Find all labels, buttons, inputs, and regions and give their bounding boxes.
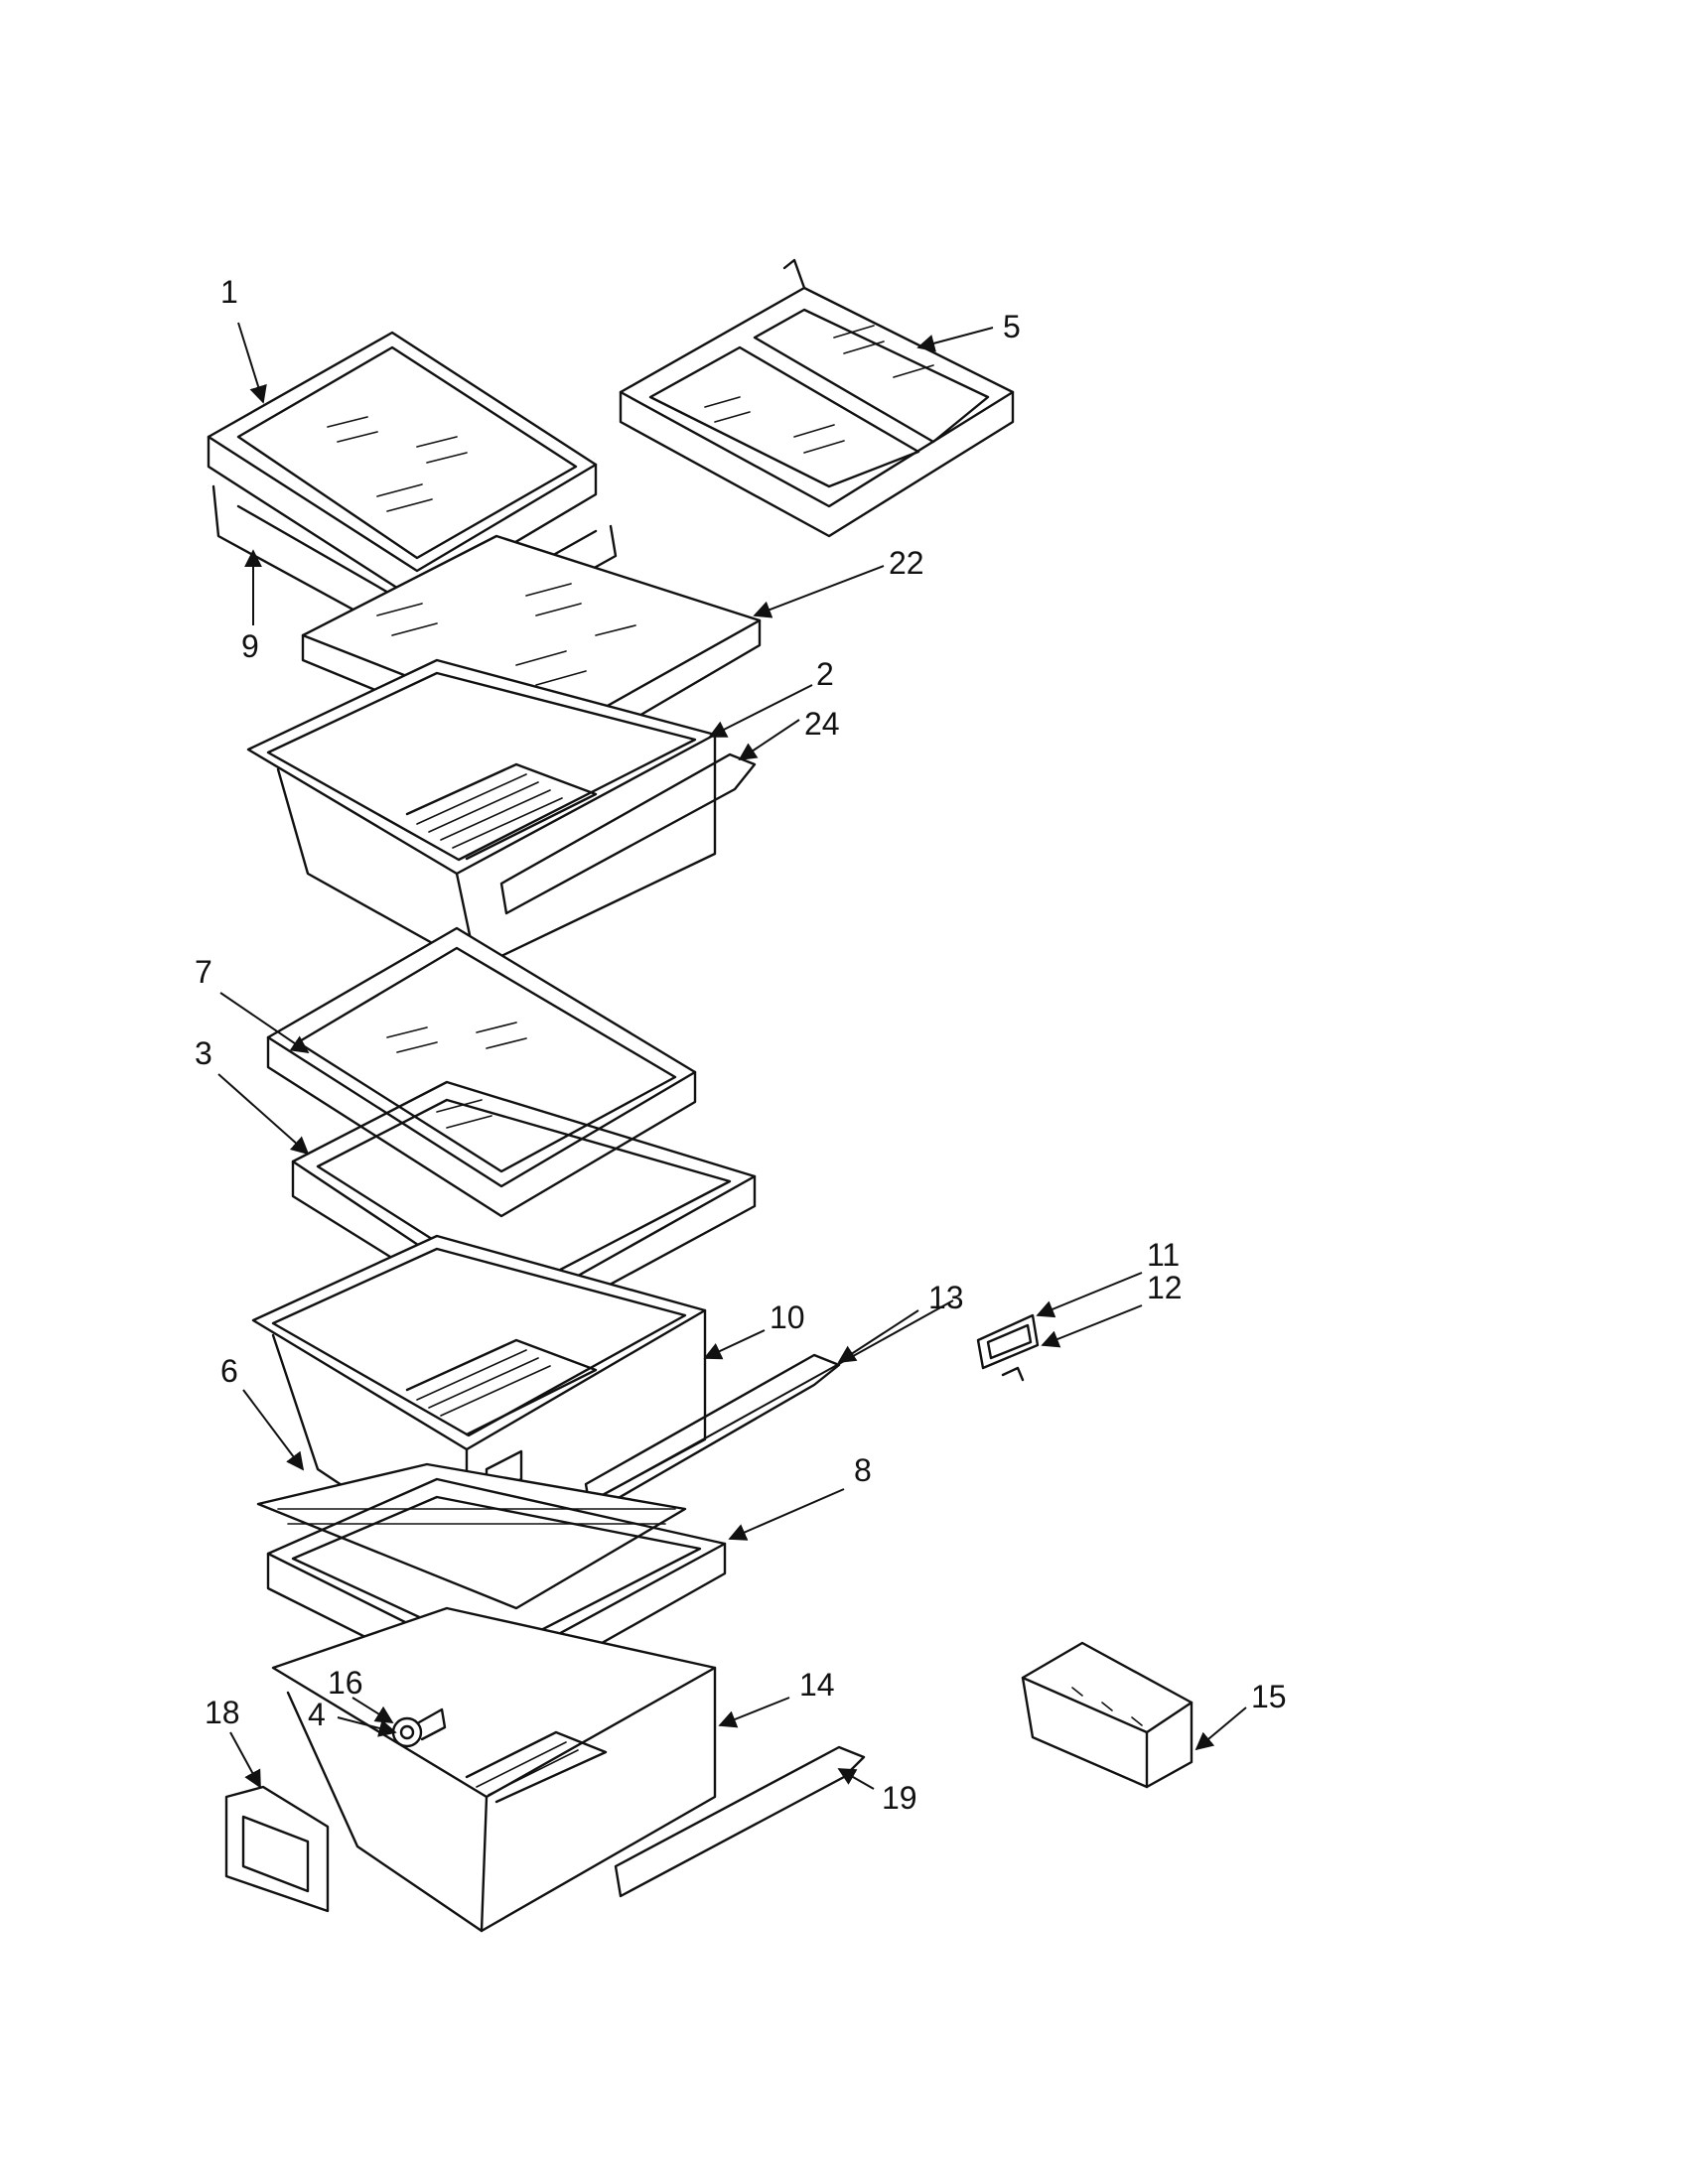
callout-4: 4	[308, 1697, 326, 1732]
part-14-crisper-drawer	[271, 1606, 717, 1933]
part-1-glass-shelf	[207, 331, 598, 603]
part-19-drawer-handle	[614, 1745, 866, 1898]
callout-6: 6	[220, 1353, 238, 1389]
callout-15: 15	[1251, 1679, 1287, 1714]
part-18-label-plate	[224, 1785, 330, 1913]
callout-16: 16	[328, 1665, 363, 1701]
callout-18: 18	[205, 1695, 240, 1730]
callout-1: 1	[220, 274, 238, 310]
callout-14: 14	[799, 1667, 835, 1703]
callout-labels: 1 2 3 4 5 6 7 8 9 10 11 12 13 14 15 16 1…	[195, 274, 1287, 1816]
callout-8: 8	[854, 1452, 872, 1488]
callout-5: 5	[1003, 309, 1021, 344]
part-15-door-bin	[1021, 1641, 1193, 1789]
callout-11: 11	[1147, 1237, 1180, 1273]
callout-10: 10	[770, 1299, 805, 1335]
callout-19: 19	[882, 1780, 917, 1816]
callout-2: 2	[816, 656, 834, 692]
callout-9: 9	[241, 628, 259, 664]
part-7-glass-shelf	[266, 926, 697, 1218]
part-5-glass-shelf	[619, 258, 1015, 538]
callout-24: 24	[804, 706, 840, 742]
part-6-shelf-panel	[256, 1462, 687, 1610]
callout-3: 3	[195, 1035, 212, 1071]
part-2-crisper-drawer	[246, 658, 717, 970]
callout-13: 13	[928, 1280, 964, 1315]
part-13-drawer-handle	[584, 1299, 954, 1516]
part-11-12-bracket	[976, 1313, 1040, 1382]
callout-12: 12	[1147, 1270, 1183, 1305]
callout-7: 7	[195, 954, 212, 990]
leader-lines	[217, 322, 1247, 1790]
callout-22: 22	[889, 545, 924, 581]
